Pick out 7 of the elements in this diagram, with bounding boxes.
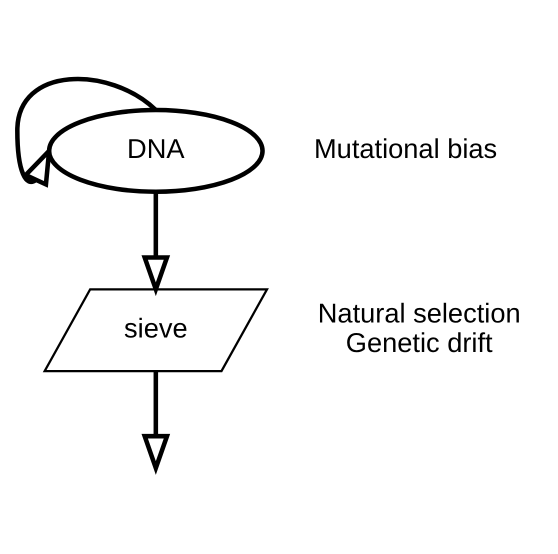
node-label: Genetic drift	[346, 326, 493, 358]
node-label: Natural selection	[318, 297, 521, 328]
arrow	[15, 76, 158, 188]
node-ellipse: DNA	[46, 107, 265, 194]
node-label: Mutational bias	[314, 132, 498, 164]
arrow	[142, 371, 170, 474]
arrow	[142, 191, 170, 296]
